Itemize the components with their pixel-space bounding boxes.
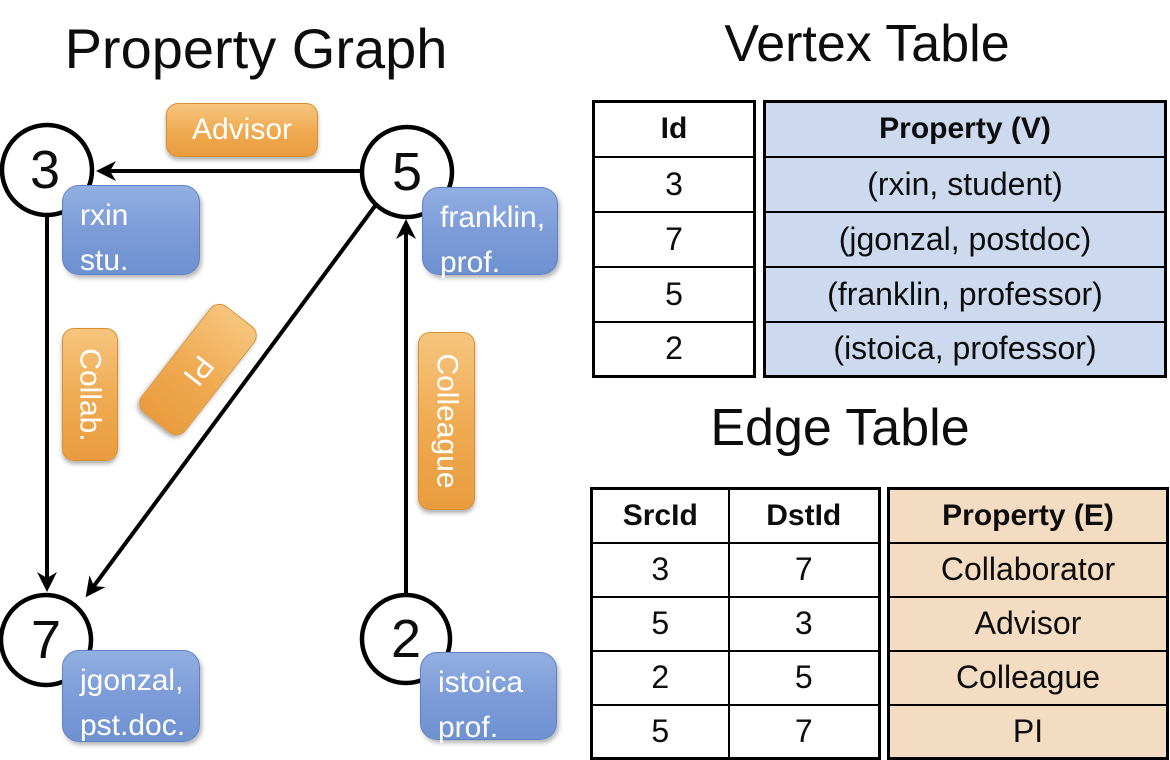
- table-row: 5 7: [590, 703, 881, 760]
- table-row: 3 7: [590, 541, 881, 598]
- table-row: 2: [592, 320, 756, 378]
- edge-table-property-column: Property (E) Collaborator Advisor Collea…: [887, 487, 1169, 760]
- edge-srcid-cell: 2: [590, 649, 730, 706]
- vertex-property-cell: (jgonzal, postdoc): [763, 210, 1167, 268]
- edge-property-cell: Collaborator: [887, 541, 1169, 598]
- vertex-id-cell: 2: [592, 320, 756, 378]
- vertex-property-7-line2: pst.doc.: [80, 709, 186, 742]
- vertex-id-3: 3: [29, 140, 61, 200]
- table-row: (franklin, professor): [763, 265, 1167, 323]
- vertex-property-cell: (franklin, professor): [763, 265, 1167, 323]
- table-row: 5: [592, 265, 756, 323]
- vertex-property-cell: (rxin, student): [763, 155, 1167, 213]
- vertex-id-cell: 3: [592, 155, 756, 213]
- edge-arrow-pi-5-to-7: [85, 204, 377, 598]
- table-row: (rxin, student): [763, 155, 1167, 213]
- vertex-property-2-line1: istoica: [438, 666, 524, 699]
- vertex-id-2: 2: [390, 609, 422, 669]
- vertex-property-box-2: istoica prof.: [420, 652, 557, 744]
- edge-table-title: Edge Table: [710, 399, 970, 457]
- edge-label-colleague-text: Colleague: [430, 353, 464, 489]
- property-graph-title: Property Graph: [64, 17, 448, 80]
- vertex-table-property-column: Property (V) (rxin, student) (jgonzal, p…: [763, 100, 1167, 378]
- vertex-property-7-line1: jgonzal,: [80, 664, 184, 697]
- edge-label-pi-text: PI: [176, 348, 221, 392]
- table-row: Colleague: [887, 649, 1169, 706]
- edge-property-cell: PI: [887, 703, 1169, 760]
- edge-property-cell: Advisor: [887, 595, 1169, 652]
- edge-label-colleague: Colleague: [418, 332, 475, 510]
- edge-label-advisor-text: Advisor: [191, 113, 293, 146]
- edge-table-header-dstid: DstId: [727, 487, 881, 544]
- vertex-id-cell: 7: [592, 210, 756, 268]
- table-row: Collaborator: [887, 541, 1169, 598]
- edge-table-header-property: Property (E): [887, 487, 1169, 544]
- edge-label-collab: Collab.: [62, 328, 118, 461]
- edge-srcid-cell: 5: [590, 703, 730, 760]
- table-row: 5 3: [590, 595, 881, 652]
- edge-label-collab-text: Collab.: [74, 347, 108, 442]
- edge-dstid-cell: 5: [727, 649, 881, 706]
- vertex-property-5-line1: franklin,: [440, 201, 546, 234]
- vertex-property-box-7: jgonzal, pst.doc.: [62, 650, 200, 742]
- edge-table-id-columns: SrcId DstId 3 7 5 3 2 5 5 7: [590, 487, 881, 760]
- edge-label-advisor: Advisor: [166, 103, 318, 157]
- vertex-id-7: 7: [30, 610, 62, 670]
- table-row: 2 5: [590, 649, 881, 706]
- vertex-property-2-line2: prof.: [438, 711, 499, 744]
- edge-dstid-cell: 7: [727, 703, 881, 760]
- edge-dstid-cell: 3: [727, 595, 881, 652]
- table-row: Advisor: [887, 595, 1169, 652]
- edge-property-cell: Colleague: [887, 649, 1169, 706]
- table-row: (istoica, professor): [763, 320, 1167, 378]
- edge-dstid-cell: 7: [727, 541, 881, 598]
- vertex-id-5: 5: [391, 142, 423, 202]
- vertex-table-header-property: Property (V): [763, 100, 1167, 158]
- vertex-property-3-line1: rxin: [80, 199, 129, 232]
- table-row: PI: [887, 703, 1169, 760]
- edge-srcid-cell: 3: [590, 541, 730, 598]
- vertex-table-title: Vertex Table: [724, 15, 1010, 73]
- table-row: 3: [592, 155, 756, 213]
- vertex-property-cell: (istoica, professor): [763, 320, 1167, 378]
- table-row: 7: [592, 210, 756, 268]
- table-row: (jgonzal, postdoc): [763, 210, 1167, 268]
- edge-srcid-cell: 5: [590, 595, 730, 652]
- edge-table-header-srcid: SrcId: [590, 487, 730, 544]
- vertex-property-5-line2: prof.: [440, 246, 501, 279]
- vertex-id-cell: 5: [592, 265, 756, 323]
- vertex-property-box-5: franklin, prof.: [422, 187, 558, 279]
- vertex-property-box-3: rxin stu.: [62, 185, 200, 277]
- vertex-table-id-column: Id 3 7 5 2: [592, 100, 756, 378]
- vertex-property-3-line2: stu.: [80, 244, 129, 277]
- vertex-table-header-id: Id: [592, 100, 756, 158]
